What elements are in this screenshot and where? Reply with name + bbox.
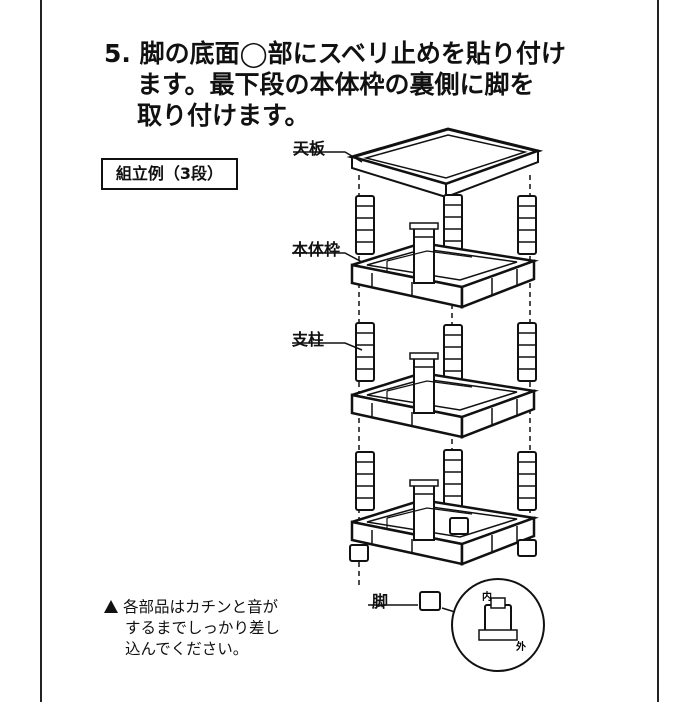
inset-inner-label: 内 [482, 590, 492, 603]
page-border [40, 0, 659, 702]
step-line-2: ます。最下段の本体枠の裏側に脚を [137, 70, 535, 99]
leg-detail-inset: 内 外 [441, 578, 545, 672]
label-post: 支柱 [292, 330, 325, 349]
caution-line-3: 込んでください。 [125, 640, 249, 658]
caution-note: 各部品はカチンと音が するまでしっかり差し 込んでください。 [104, 597, 334, 660]
warning-icon [104, 600, 118, 613]
caution-line-2: するまでしっかり差し [125, 619, 281, 637]
assembly-example-label: 組立例（3段） [101, 158, 238, 190]
caution-line-1: 各部品はカチンと音が [123, 598, 279, 616]
label-frame: 本体枠 [292, 240, 341, 259]
top-board-shape [346, 127, 544, 199]
step-line-1: 5. 脚の底面◯部にスベリ止めを貼り付け [104, 39, 566, 68]
step-line-3: 取り付けます。 [137, 101, 310, 130]
label-leg: 脚 [372, 592, 389, 611]
step-instruction: 5. 脚の底面◯部にスベリ止めを貼り付け ます。最下段の本体枠の裏側に脚を 取り… [104, 38, 574, 131]
label-top-board: 天板 [293, 139, 326, 158]
inset-outer-label: 外 [515, 640, 526, 653]
